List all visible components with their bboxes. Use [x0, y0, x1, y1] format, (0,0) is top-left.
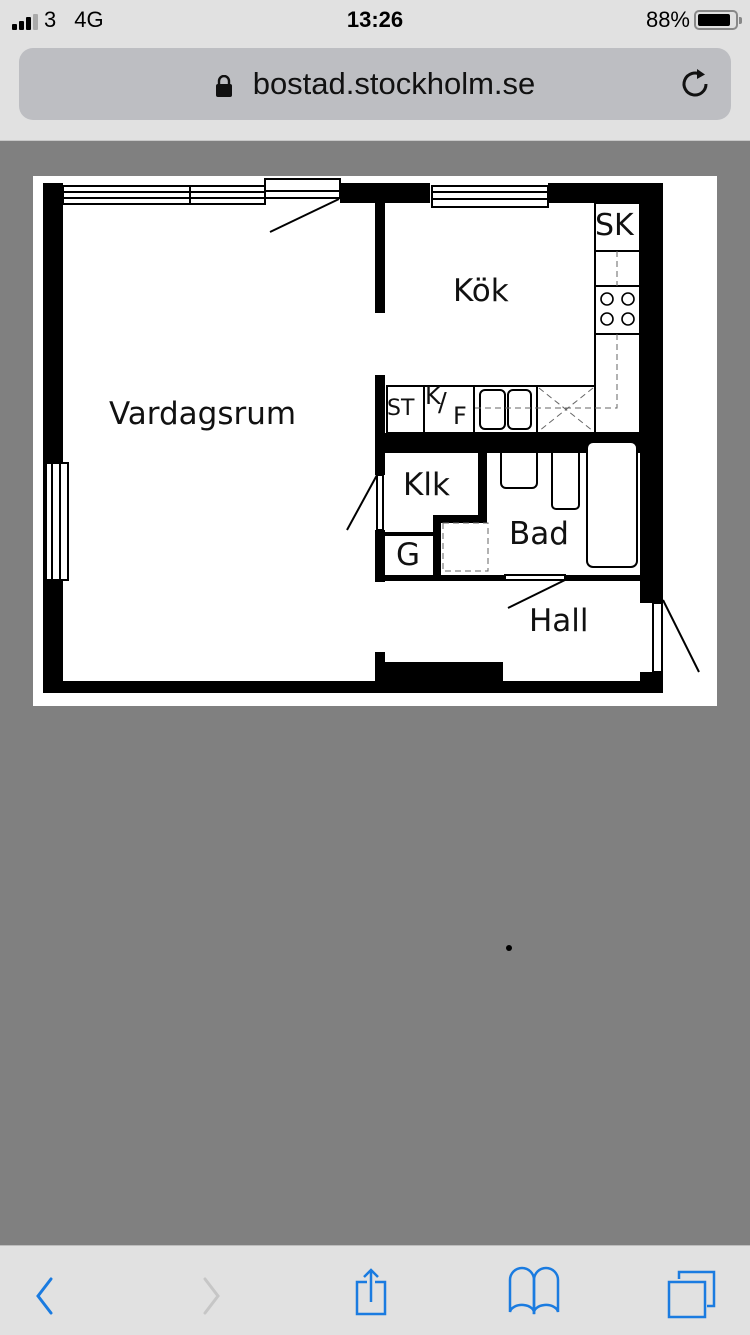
room-label-wardrobe: G: [396, 537, 421, 573]
reload-icon[interactable]: [679, 66, 715, 102]
wall-kitchen-left-lower: [375, 375, 385, 475]
wall-south: [43, 681, 663, 693]
chevron-right-icon[interactable]: [182, 1264, 238, 1320]
room-label-living-room: Vardagsrum: [109, 396, 297, 432]
browser-header: bostad.stockholm.se: [0, 40, 750, 141]
wall-north-mid: [340, 183, 430, 203]
fixture-label-cabinet: SK: [595, 208, 634, 243]
signal-strength-icon: [12, 14, 38, 30]
wall-east: [640, 183, 663, 603]
page-content: Vardagsrum Kök Klk Bad Hall G SK ST K / …: [0, 141, 750, 1245]
wall-north-east: [548, 183, 663, 203]
tabs-icon[interactable]: [666, 1264, 722, 1320]
network-type: 4G: [74, 7, 104, 32]
book-icon[interactable]: [506, 1264, 562, 1320]
wall-kitchen-bath: [385, 433, 643, 453]
carrier-label: 3: [44, 7, 57, 32]
floor-plan-image: Vardagsrum Kök Klk Bad Hall G SK ST K / …: [33, 176, 717, 706]
wall-kitchen-left-upper: [375, 203, 385, 313]
status-left: 3 4G: [12, 7, 104, 33]
lock-icon: [215, 75, 232, 97]
room-label-bathroom: Bad: [509, 516, 569, 552]
chevron-left-icon[interactable]: [16, 1264, 72, 1320]
status-bar: 3 4G 13:26 88%: [0, 0, 750, 40]
fixture-label-fridge-slash: /: [438, 388, 447, 418]
address-display[interactable]: bostad.stockholm.se: [19, 66, 731, 102]
stray-dot: [506, 945, 512, 951]
browser-toolbar: [0, 1245, 750, 1335]
status-right: 88%: [645, 7, 742, 33]
fixture-label-stove: ST: [387, 396, 415, 421]
address-bar[interactable]: bostad.stockholm.se: [19, 48, 731, 120]
room-label-closet: Klk: [403, 467, 450, 503]
wall-west: [43, 183, 63, 693]
fixture-label-fridge-f: F: [453, 402, 467, 430]
share-icon[interactable]: [346, 1264, 402, 1320]
url-text: bostad.stockholm.se: [252, 66, 536, 101]
room-label-kitchen: Kök: [453, 273, 509, 309]
room-label-hall: Hall: [529, 603, 589, 639]
floor-plan-drawing: [43, 178, 700, 693]
fixture-label-fridge-k: K: [425, 382, 441, 410]
battery-percent: 88%: [645, 7, 690, 32]
battery-icon: [694, 10, 742, 30]
clock: 13:26: [346, 7, 404, 32]
